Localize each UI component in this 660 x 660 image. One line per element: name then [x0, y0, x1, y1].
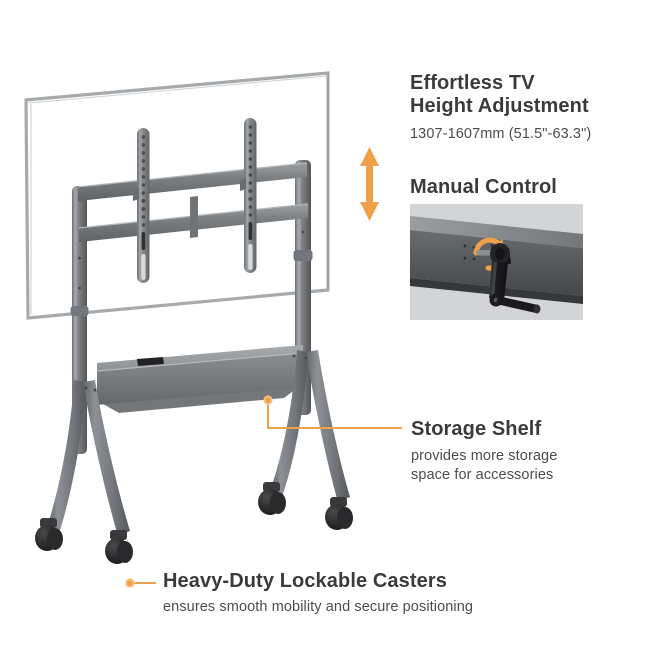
- caster-front-right: [105, 530, 133, 564]
- casters-title: Heavy-Duty Lockable Casters: [163, 570, 447, 592]
- storage-shelf-description-line2: space for accessories: [411, 467, 554, 483]
- crank-handle-icon: [476, 243, 541, 314]
- manual-control-title: Manual Control: [410, 176, 557, 198]
- caster-rear-right: [325, 497, 353, 530]
- feature-manual-control: Manual Control: [410, 176, 660, 199]
- height-adjustment-title-line2: Height Adjustment: [410, 95, 589, 117]
- vertical-double-arrow-icon: [360, 147, 379, 221]
- storage-shelf-title: Storage Shelf: [411, 418, 542, 440]
- manual-control-image-panel: [410, 204, 583, 320]
- rail-center-connector: [190, 196, 198, 238]
- storage-shelf: [96, 345, 304, 413]
- casters-callout-leader: [125, 578, 156, 588]
- mount-rail-upper: [77, 162, 308, 201]
- tv-screen-outline: [24, 71, 330, 320]
- caster-rear-left: [258, 482, 286, 515]
- casters-description: ensures smooth mobility and secure posit…: [163, 599, 474, 615]
- lockable-casters: [35, 482, 353, 564]
- callout-dot-icon: [127, 580, 133, 586]
- height-adjustment-title: Effortless TV Height Adjustment: [410, 72, 660, 118]
- storage-shelf-description: provides more storage space for accessor…: [411, 447, 641, 485]
- vesa-vertical-bracket-right: [240, 118, 257, 273]
- storage-shelf-description-line1: provides more storage: [411, 448, 558, 464]
- shelf-clip-icon: [137, 357, 164, 366]
- height-adjustment-spec: 1307-1607mm (51.5"-63.3"): [410, 126, 592, 142]
- feature-storage-shelf: Storage Shelf provides more storage spac…: [411, 418, 641, 485]
- feature-casters: Heavy-Duty Lockable Casters ensures smoo…: [163, 570, 623, 617]
- vesa-vertical-bracket-left: [133, 128, 150, 283]
- feature-height-adjustment: Effortless TV Height Adjustment 1307-160…: [410, 72, 660, 144]
- callout-dot-icon: [265, 397, 271, 403]
- splayed-legs: [48, 350, 350, 536]
- caster-front-left: [35, 518, 63, 551]
- storage-shelf-callout-leader: [263, 395, 402, 429]
- height-adjustment-title-line1: Effortless TV: [410, 72, 535, 94]
